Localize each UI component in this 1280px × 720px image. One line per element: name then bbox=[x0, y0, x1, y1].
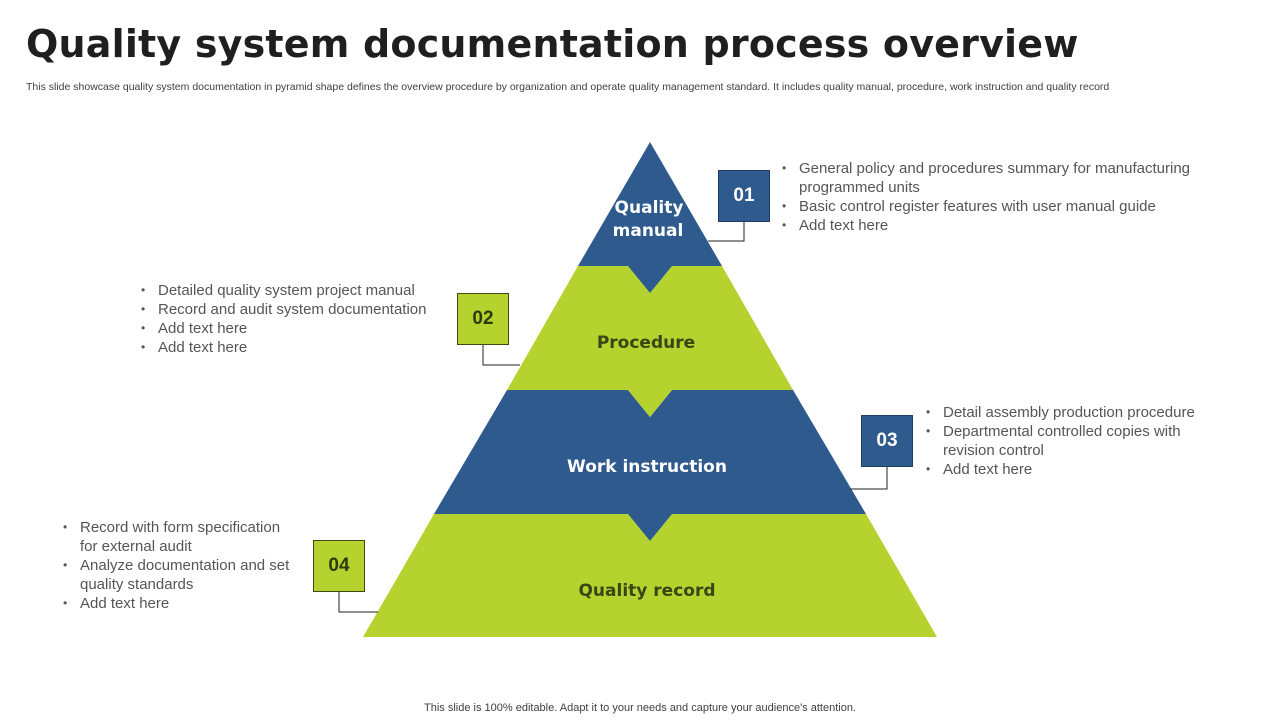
step-badge-04: 04 bbox=[313, 540, 365, 592]
connector-03 bbox=[850, 467, 888, 490]
pyramid-layer-procedure bbox=[507, 266, 793, 417]
connector-04 bbox=[338, 592, 378, 613]
step-02-bullet: Add text here bbox=[138, 319, 453, 338]
step-03-bullets: Detail assembly production procedure Dep… bbox=[923, 403, 1223, 479]
connector-02 bbox=[482, 345, 520, 366]
connector-01 bbox=[708, 222, 745, 242]
step-01-bullet: Basic control register features with use… bbox=[779, 197, 1199, 216]
page-title: Quality system documentation process ove… bbox=[26, 22, 1079, 66]
step-02-bullet: Record and audit system documentation bbox=[138, 300, 453, 319]
step-04-bullets: Record with form specification for exter… bbox=[60, 518, 300, 613]
step-04-bullet: Analyze documentation and set quality st… bbox=[60, 556, 300, 594]
step-badge-01: 01 bbox=[718, 170, 770, 222]
step-01-bullets: General policy and procedures summary fo… bbox=[779, 159, 1199, 235]
step-02-bullets: Detailed quality system project manual R… bbox=[138, 281, 453, 357]
layer-label-procedure: Procedure bbox=[597, 333, 695, 353]
page-subtitle: This slide showcase quality system docum… bbox=[26, 81, 1110, 93]
layer-label-quality-manual-line2: manual bbox=[613, 221, 684, 241]
layer-label-work-instruction: Work instruction bbox=[567, 457, 727, 477]
step-02-bullet: Detailed quality system project manual bbox=[138, 281, 453, 300]
step-01-bullet: General policy and procedures summary fo… bbox=[779, 159, 1199, 197]
step-04-bullet: Record with form specification for exter… bbox=[60, 518, 300, 556]
step-01-bullet: Add text here bbox=[779, 216, 1199, 235]
step-04-bullet: Add text here bbox=[60, 594, 300, 613]
step-02-bullet: Add text here bbox=[138, 338, 453, 357]
step-badge-02: 02 bbox=[457, 293, 509, 345]
layer-label-quality-manual-line1: Quality bbox=[615, 198, 684, 218]
footer-note: This slide is 100% editable. Adapt it to… bbox=[424, 702, 856, 714]
step-badge-03: 03 bbox=[861, 415, 913, 467]
layer-label-quality-record: Quality record bbox=[578, 581, 715, 601]
pyramid-layer-quality-record bbox=[363, 514, 937, 637]
step-03-bullet: Departmental controlled copies with revi… bbox=[923, 422, 1223, 460]
pyramid-layer-work-instruction bbox=[434, 390, 866, 541]
pyramid-layer-quality-manual bbox=[578, 142, 722, 293]
step-03-bullet: Detail assembly production procedure bbox=[923, 403, 1223, 422]
step-03-bullet: Add text here bbox=[923, 460, 1223, 479]
